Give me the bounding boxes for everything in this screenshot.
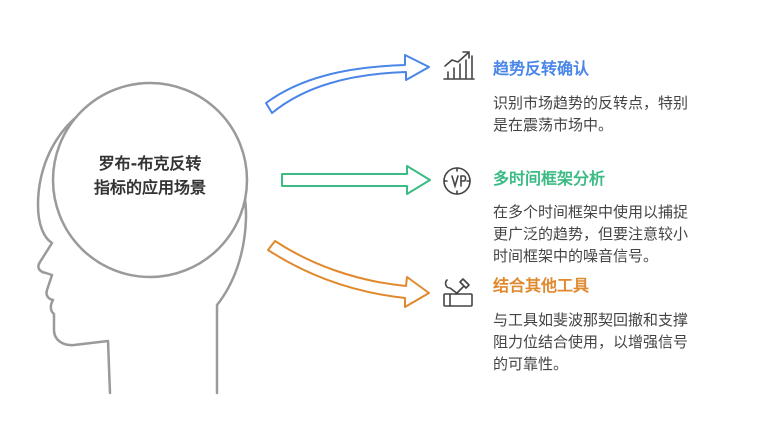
tools-icon <box>443 278 473 307</box>
clock-icon <box>443 167 471 195</box>
item-title-combine-tools: 结合其他工具 <box>493 276 590 295</box>
desc-line: 是在震荡市场中。 <box>493 116 614 134</box>
head-inner-circle <box>51 81 249 279</box>
center-label-line-2: 指标的应用场景 <box>93 178 206 197</box>
item-title-trend-reversal: 趋势反转确认 <box>493 59 590 78</box>
desc-line: 与工具如斐波那契回撤和支撑 <box>493 311 689 329</box>
arrow-trend-reversal <box>265 54 430 114</box>
center-label: 罗布-布克反转 指标的应用场景 <box>72 152 228 200</box>
desc-line: 在多个时间框架中使用以捕捉 <box>493 203 689 221</box>
bar-chart-trend-icon <box>443 51 475 80</box>
desc-line: 时间框架中的噪音信号。 <box>493 247 659 265</box>
arrow-combine-tools <box>267 240 430 308</box>
center-label-line-1: 罗布-布克反转 <box>98 154 202 173</box>
item-desc-combine-tools: 与工具如斐波那契回撤和支撑 阻力位结合使用，以增强信号 的可靠性。 <box>493 309 763 375</box>
arrow-multi-timeframe <box>281 165 431 195</box>
desc-line: 识别市场趋势的反转点，特别 <box>493 94 689 112</box>
desc-line: 的可靠性。 <box>493 355 569 373</box>
desc-line: 更广泛的趋势，但要注意较小 <box>493 225 689 243</box>
desc-line: 阻力位结合使用，以增强信号 <box>493 333 689 351</box>
item-desc-multi-timeframe: 在多个时间框架中使用以捕捉 更广泛的趋势，但要注意较小 时间框架中的噪音信号。 <box>493 201 763 267</box>
item-desc-trend-reversal: 识别市场趋势的反转点，特别 是在震荡市场中。 <box>493 92 763 136</box>
item-title-multi-timeframe: 多时间框架分析 <box>493 169 606 188</box>
